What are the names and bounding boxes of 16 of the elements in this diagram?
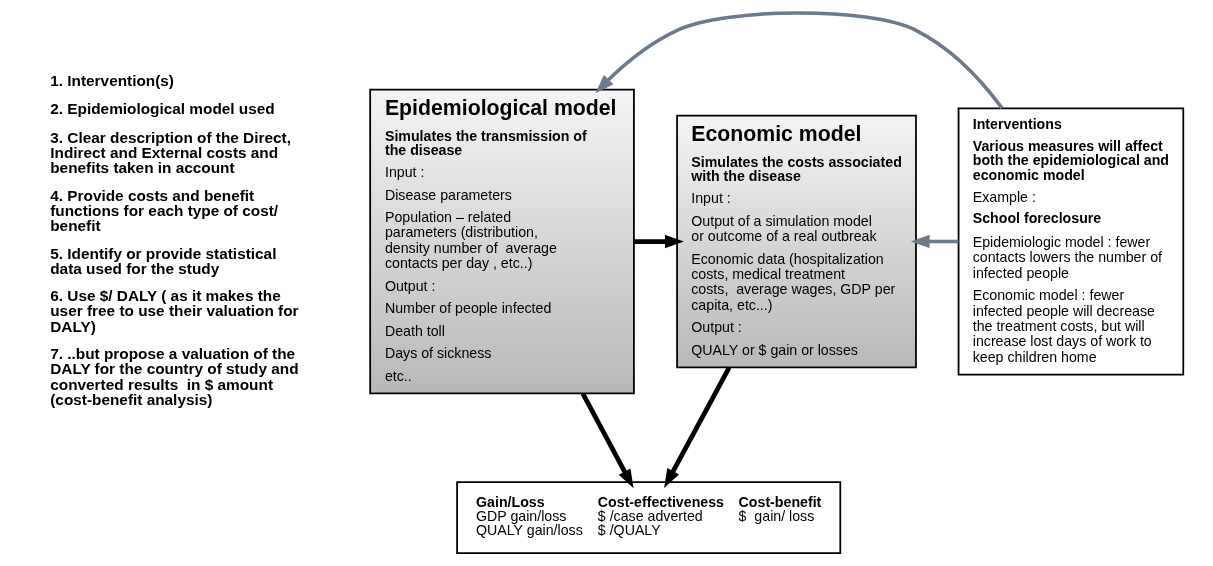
label: 6. Use $/ DALY ( as it makes the user free to use their valuation for DALY) xyxy=(49,287,299,335)
arrow xyxy=(594,11,1003,110)
node-box: Interventions Various measures will affect both the epidemiological and economic model Example : School foreclosure Epidemiologic model : fewer contacts lowers the number of infected people Economic model : fewer infected people will decrease the treatment costs, but will increase lost days of work to keep children home xyxy=(957,107,1184,376)
node-box: Economic model Simulates the costs associated with the disease Input : Output of a simulation model or outcome of a real outbreak Economic data (hospitalization costs, medical treatment costs, average wages, GDP per capita, etc...) Output : QUALY or $ gain or losses xyxy=(675,114,917,369)
label: 5. Identify or provide statistical data used for the study xyxy=(49,244,276,277)
label: 3. Clear description of the Direct, Indirect and External costs and benefits taken in account xyxy=(49,128,291,177)
arrow xyxy=(663,366,731,488)
node-box: Epidemiological model Simulates the transmission of the disease Input : Disease parameters Population – related parameters (distribution, density number of average contacts per day , etc..) Output : Number of people infected Death toll Days of sickness etc.. xyxy=(368,88,635,395)
label: 7. ..but propose a valuation of the DALY for the country of study and converted results in $ amount (cost-benefit analysis) xyxy=(49,345,299,409)
arrow xyxy=(580,392,634,489)
node-box: Gain/Loss GDP gain/loss QUALY gain/loss Cost-effectiveness $ /case adverted $ /QUALY Cost-benefit $ gain/ loss xyxy=(455,481,841,555)
label: 4. Provide costs and benefit functions for each type of cost/ benefit xyxy=(49,186,278,235)
label: 1. Intervention(s) xyxy=(49,71,174,89)
arrow xyxy=(910,234,958,249)
arrow xyxy=(633,234,684,249)
label: 2. Epidemiological model used xyxy=(49,100,275,118)
